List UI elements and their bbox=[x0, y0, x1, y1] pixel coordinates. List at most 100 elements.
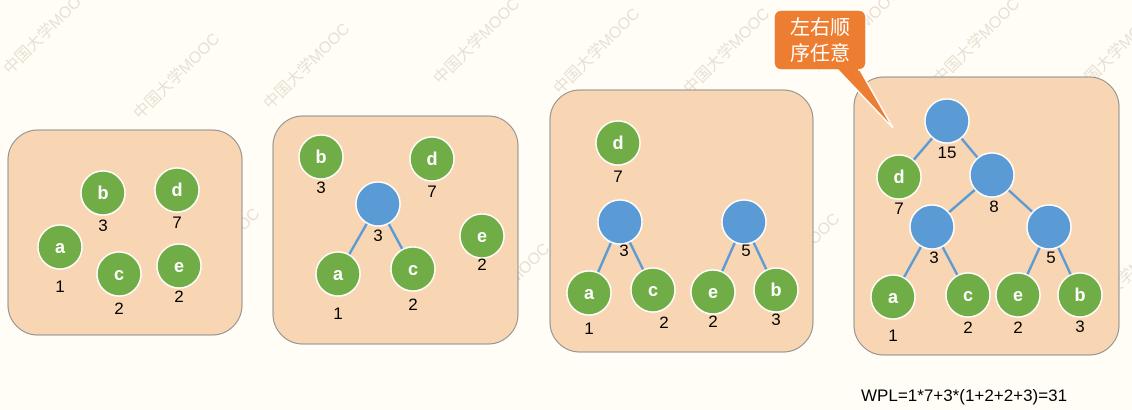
node-label: b bbox=[316, 147, 327, 167]
node-weight: 15 bbox=[938, 143, 957, 162]
node-weight: 7 bbox=[172, 213, 181, 232]
node-weight: 1 bbox=[55, 277, 64, 296]
leaf-node-a: a1 bbox=[37, 224, 83, 296]
callout-text-line: 序任意 bbox=[790, 42, 850, 65]
node-circle bbox=[566, 270, 612, 316]
node-label: d bbox=[172, 180, 183, 200]
node-circle bbox=[597, 199, 643, 245]
node-weight: 2 bbox=[174, 287, 183, 306]
node-weight: 2 bbox=[408, 295, 417, 314]
watermark-text: 中国大学MOOC bbox=[260, 20, 353, 113]
leaf-node-d: d7 bbox=[154, 167, 200, 232]
leaf-node-e: e2 bbox=[690, 269, 736, 331]
node-weight: 2 bbox=[659, 313, 668, 332]
node-circle bbox=[298, 134, 344, 180]
node-label: c bbox=[114, 264, 124, 284]
node-weight: 1 bbox=[333, 304, 342, 323]
node-label: b bbox=[98, 183, 109, 203]
node-label: a bbox=[333, 264, 344, 284]
watermark-text: 中国大学MOOC bbox=[0, 0, 93, 78]
node-weight: 3 bbox=[619, 241, 628, 260]
node-weight: 2 bbox=[477, 255, 486, 274]
node-label: b bbox=[1075, 285, 1086, 305]
node-label: a bbox=[584, 283, 595, 303]
node-label: d bbox=[613, 133, 624, 153]
node-weight: 2 bbox=[114, 299, 123, 318]
node-label: e bbox=[174, 256, 184, 276]
node-circle bbox=[154, 167, 200, 213]
internal-node: 3 bbox=[909, 204, 955, 267]
watermark-text: 中国大学MOOC bbox=[550, 5, 643, 98]
wpl-formula: WPL=1*7+3*(1+2+2+3)=31 bbox=[861, 386, 1067, 405]
node-weight: 1 bbox=[888, 326, 897, 345]
node-label: c bbox=[408, 259, 418, 279]
node-circle bbox=[995, 272, 1041, 318]
leaf-node-c: c2 bbox=[96, 251, 142, 318]
node-weight: 2 bbox=[1013, 318, 1022, 337]
leaf-node-e: e2 bbox=[156, 243, 202, 306]
node-weight: 7 bbox=[894, 199, 903, 218]
node-weight: 3 bbox=[316, 178, 325, 197]
leaf-node-a: a1 bbox=[315, 251, 361, 323]
node-circle bbox=[80, 170, 126, 216]
node-circle bbox=[409, 136, 455, 182]
node-circle bbox=[459, 213, 505, 259]
node-label: e bbox=[477, 226, 487, 246]
node-label: c bbox=[648, 280, 658, 300]
node-circle bbox=[876, 154, 922, 200]
node-weight: 7 bbox=[613, 167, 622, 186]
node-circle bbox=[924, 98, 970, 144]
node-weight: 5 bbox=[741, 241, 750, 260]
leaf-node-c: c2 bbox=[945, 272, 991, 337]
leaf-node-a: a1 bbox=[566, 270, 612, 338]
node-label: e bbox=[1013, 285, 1023, 305]
node-circle bbox=[37, 224, 83, 270]
node-circle bbox=[96, 251, 142, 297]
node-weight: 2 bbox=[708, 312, 717, 331]
internal-node: 5 bbox=[1026, 204, 1072, 267]
node-circle bbox=[690, 269, 736, 315]
node-circle bbox=[1026, 204, 1072, 250]
node-label: e bbox=[708, 282, 718, 302]
node-circle bbox=[721, 199, 767, 245]
leaf-node-d: d7 bbox=[595, 120, 641, 186]
leaf-node-b: b3 bbox=[80, 170, 126, 235]
node-weight: 5 bbox=[1046, 248, 1055, 267]
node-weight: 3 bbox=[98, 216, 107, 235]
node-label: d bbox=[894, 167, 905, 187]
node-weight: 3 bbox=[771, 310, 780, 329]
node-circle bbox=[595, 120, 641, 166]
node-circle bbox=[630, 267, 676, 313]
leaf-node-e: e2 bbox=[459, 213, 505, 274]
internal-node: 3 bbox=[597, 199, 643, 260]
node-circle bbox=[870, 274, 916, 320]
watermark-text: 中国大学MOOC bbox=[430, 0, 523, 88]
internal-node: 15 bbox=[924, 98, 970, 162]
node-weight: 7 bbox=[427, 182, 436, 201]
leaf-node-b: b3 bbox=[753, 267, 799, 329]
node-weight: 1 bbox=[584, 319, 593, 338]
watermark-text: 中国大学MOOC bbox=[680, 5, 773, 98]
node-weight: 2 bbox=[963, 318, 972, 337]
node-circle bbox=[753, 267, 799, 313]
leaf-node-c: c2 bbox=[630, 267, 676, 332]
node-label: c bbox=[963, 285, 973, 305]
node-circle bbox=[390, 246, 436, 292]
node-circle bbox=[1057, 272, 1103, 318]
leaf-node-d: d7 bbox=[876, 154, 922, 218]
node-label: a bbox=[888, 287, 899, 307]
watermark-text: 中国大学MOOC bbox=[930, 0, 1023, 88]
node-label: b bbox=[771, 280, 782, 300]
node-circle bbox=[945, 272, 991, 318]
internal-node: 5 bbox=[721, 199, 767, 260]
internal-node: 3 bbox=[355, 181, 401, 245]
node-weight: 8 bbox=[989, 197, 998, 216]
node-weight: 3 bbox=[929, 248, 938, 267]
callout-bubble bbox=[773, 9, 894, 129]
node-label: d bbox=[427, 149, 438, 169]
